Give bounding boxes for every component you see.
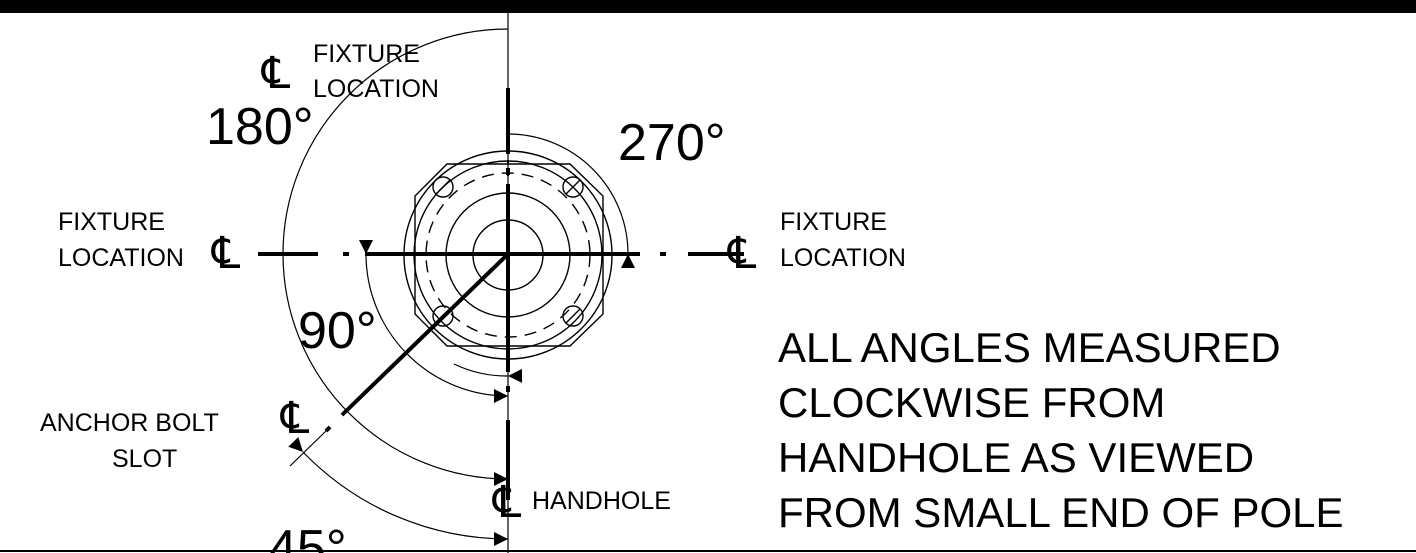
fixture-right-label-line2: LOCATION xyxy=(780,244,906,272)
note-line3: HANDHOLE AS VIEWED xyxy=(778,434,1254,481)
fixture-left-label-line2: LOCATION xyxy=(58,244,184,272)
note-line4: FROM SMALL END OF POLE xyxy=(778,489,1344,536)
arc-90-inner xyxy=(453,363,523,383)
angle-label-270: 270° xyxy=(618,114,726,172)
centerline-symbol-left: ℄ xyxy=(211,228,241,279)
plate-outline xyxy=(414,163,604,347)
angle-label-180: 180° xyxy=(206,98,314,156)
centerline-symbol-handhole: ℄ xyxy=(492,477,522,528)
centerline-symbol-right: ℄ xyxy=(727,228,757,279)
centerline-symbol-top: ℄ xyxy=(261,48,291,99)
fixture-top-label-line2: LOCATION xyxy=(313,75,439,103)
fixture-left-label-line1: FIXTURE xyxy=(58,208,165,236)
arc-90 xyxy=(358,239,509,403)
bolt-holes xyxy=(432,176,584,327)
angle-label-45: 45° xyxy=(268,520,347,553)
angle-label-90: 90° xyxy=(298,302,377,360)
note-line1: ALL ANGLES MEASURED xyxy=(778,324,1281,371)
angle-arcs xyxy=(282,28,636,546)
fixture-right-label-line1: FIXTURE xyxy=(780,208,887,236)
handhole-label: HANDHOLE xyxy=(532,487,671,515)
top-border xyxy=(0,0,1416,13)
centerline-symbol-anchor: ℄ xyxy=(280,393,310,444)
note-line2: CLOCKWISE FROM xyxy=(778,379,1165,426)
anchor-bolt-label-line2: SLOT xyxy=(112,445,177,473)
fixture-top-label-line1: FIXTURE xyxy=(313,40,420,68)
anchor-bolt-label-line1: ANCHOR BOLT xyxy=(40,409,219,437)
arc-45 xyxy=(288,437,509,546)
arc-270 xyxy=(507,133,636,269)
